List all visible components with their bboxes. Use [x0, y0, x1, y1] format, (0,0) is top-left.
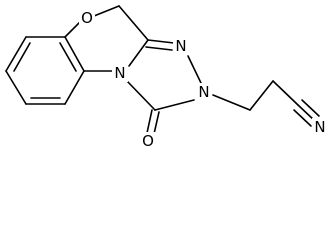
- atom-label-ring-oxygen: O: [81, 9, 93, 27]
- bond-benzene-inner-1: [13, 42, 31, 72]
- bond-c-nfused-ring: [128, 39, 149, 67]
- bond-c-o-ring: [64, 21, 81, 38]
- benzene-ring: [5, 36, 85, 105]
- bond-n-n: [187, 55, 202, 84]
- bond-ch2-cn: [272, 80, 299, 106]
- bond-benzene-4: [64, 70, 85, 105]
- bond-triple-b: [301, 99, 320, 117]
- atom-label-nitrogen-double-bonded: N: [175, 37, 186, 55]
- bond-triple-c: [293, 109, 312, 127]
- bond-nsub-carbonyl: [154, 99, 195, 111]
- bond-carbonyl-nfused: [125, 79, 156, 111]
- bond-carbonyl-o-b: [153, 111, 160, 135]
- atom-label-nitrogen-fused: N: [114, 64, 125, 82]
- bond-ch2-ch2: [249, 80, 274, 111]
- atom-label-nitrogen-substituted: N: [198, 83, 209, 101]
- atom-label-carbonyl-oxygen: O: [142, 132, 154, 150]
- bond-c-n-double-a: [147, 39, 175, 44]
- atom-nitrogen-fused: N: [112, 64, 128, 82]
- bond-ch2-c: [118, 5, 149, 41]
- bond-benzene-inner-3: [59, 42, 77, 72]
- bond-benzene-1: [5, 36, 27, 72]
- bond-n-ch2: [212, 94, 251, 111]
- oxazine-ring: [64, 5, 149, 72]
- atom-ring-oxygen: O: [79, 8, 95, 27]
- cyanoethyl-chain: [212, 80, 320, 127]
- molecule-structure: O N N N O N: [5, 5, 328, 150]
- atom-nitrile-nitrogen: N: [312, 118, 328, 136]
- bond-c-n-double-b: [145, 46, 173, 51]
- atom-nitrogen-substituted: N: [196, 83, 212, 101]
- bond-benzene-2: [5, 70, 27, 105]
- triazolone-ring: [125, 39, 202, 135]
- bond-carbonyl-o-a: [146, 109, 153, 134]
- atom-carbonyl-oxygen: O: [140, 132, 156, 150]
- atom-label-nitrile-nitrogen: N: [314, 118, 325, 136]
- bond-o-ch2: [93, 5, 120, 17]
- atom-nitrogen-double-bonded: N: [173, 37, 189, 55]
- bond-benzene-5: [64, 36, 85, 72]
